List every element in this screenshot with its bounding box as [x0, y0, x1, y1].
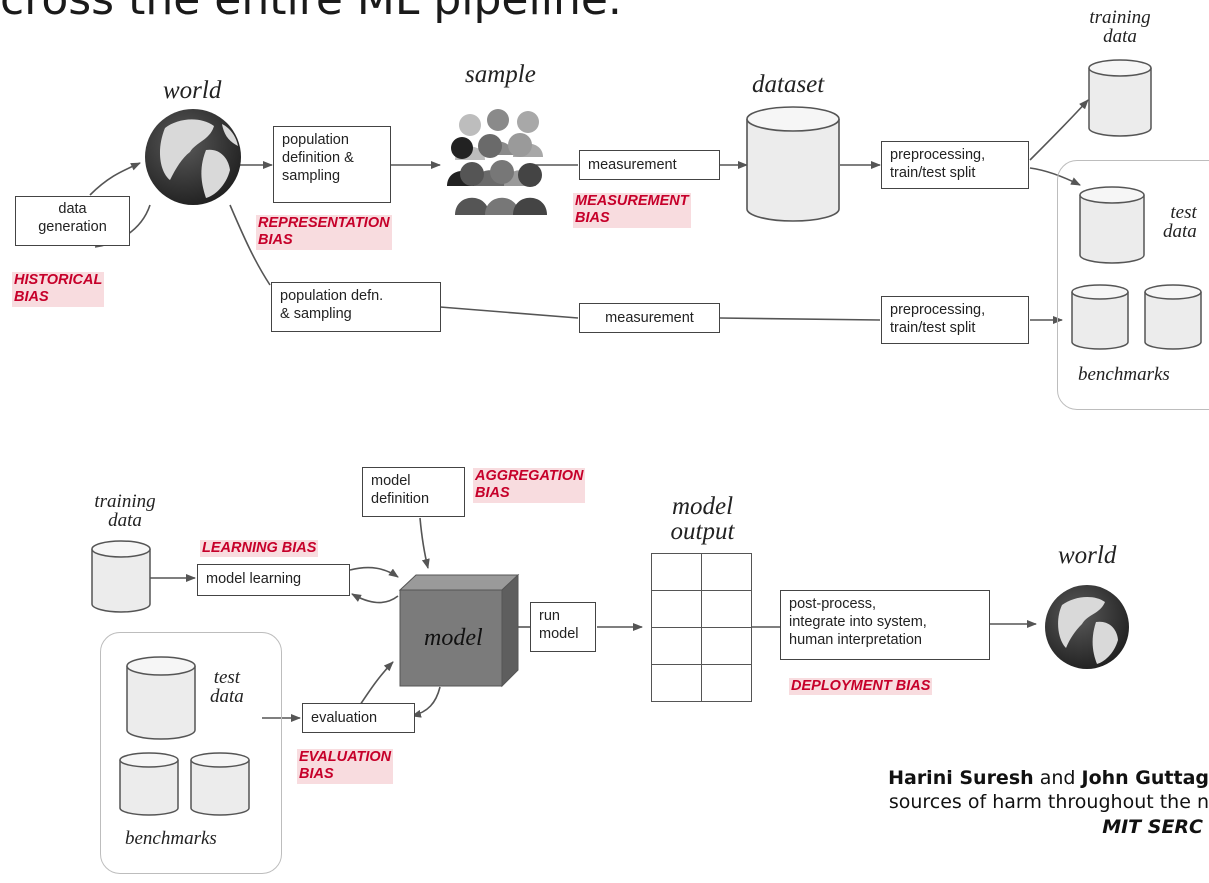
output-cell: [651, 627, 702, 665]
model-definition-box: model definition: [362, 467, 465, 517]
world-label: world: [163, 77, 222, 104]
benchmark-cylinder-top-2: [1144, 284, 1202, 350]
training-data-label-top: training data: [1089, 7, 1151, 47]
line-popdefn-to-measurement2: [439, 306, 579, 319]
benchmark-cylinder-bottom-2: [190, 752, 250, 816]
aggregation-bias-label: AGGREGATION BIAS: [473, 468, 586, 503]
author-1: Harini Suresh: [888, 767, 1034, 789]
world-globe-icon: [145, 109, 241, 205]
test-data-cylinder-bottom: [126, 656, 196, 740]
arrow-datagen-to-world: [89, 162, 141, 196]
deployment-bias-label: DEPLOYMENT BIAS: [789, 678, 933, 696]
output-row: [651, 590, 752, 628]
arrow-learning-to-model: [349, 566, 399, 578]
credit-subtitle: sources of harm throughout the n: [888, 791, 1209, 814]
training-data-label-bottom: training data: [94, 491, 156, 531]
preprocessing-box-2: preprocessing, train/test split: [881, 296, 1029, 344]
output-row: [651, 553, 752, 591]
dataset-cylinder: [746, 106, 840, 222]
representation-bias-label: REPRESENTATION BIAS: [256, 215, 392, 250]
sample-people-icon: [447, 109, 547, 215]
test-data-label-bottom: test data: [210, 667, 244, 707]
test-data-cylinder-top: [1079, 186, 1145, 264]
world-globe-output-icon: [1045, 585, 1129, 669]
training-data-cylinder-top: [1088, 59, 1152, 137]
output-cell: [651, 553, 702, 591]
historical-bias-label: HISTORICAL BIAS: [12, 272, 105, 307]
line-world-to-population-defn: [229, 204, 271, 286]
model-label: model: [424, 625, 483, 651]
output-cell: [701, 627, 752, 665]
model-output-table: [651, 553, 752, 702]
evaluation-bias-label: EVALUATION BIAS: [297, 749, 394, 784]
preprocessing-box-1: preprocessing, train/test split: [881, 141, 1029, 189]
output-cell: [701, 553, 752, 591]
data-generation-box: data generation: [15, 196, 130, 246]
output-cell: [701, 590, 752, 628]
model-learning-box: model learning: [197, 564, 350, 596]
evaluation-box: evaluation: [302, 703, 415, 733]
population-defn-box: population defn. & sampling: [271, 282, 441, 332]
credit-block: Harini Suresh and John Guttag sources of…: [888, 766, 1209, 839]
credit-org: MIT SERC: [1102, 815, 1203, 838]
output-row: [651, 627, 752, 665]
test-benchmarks-panel-top: [1057, 160, 1209, 410]
post-process-box: post-process, integrate into system, hum…: [780, 590, 990, 660]
benchmark-cylinder-bottom-1: [119, 752, 179, 816]
page-heading: cross the entire ML pipeline.: [0, 0, 622, 25]
population-definition-box: population definition & sampling: [273, 126, 391, 203]
arrow-model-to-evaluation: [411, 686, 441, 718]
benchmarks-label-bottom: benchmarks: [125, 828, 217, 849]
measurement-box-2: measurement: [579, 303, 720, 333]
model-output-label: model output: [670, 493, 735, 545]
world-label-bottom: world: [1058, 542, 1117, 569]
arrow-evaluation-to-model: [359, 661, 394, 706]
model-cube: [398, 573, 520, 688]
output-row: [651, 664, 752, 702]
sample-label: sample: [465, 61, 536, 88]
arrow-model-to-learning: [351, 593, 399, 604]
arrow-modeldef-to-model: [419, 517, 430, 569]
dataset-label: dataset: [752, 71, 825, 98]
measurement-bias-label: MEASUREMENT BIAS: [573, 193, 691, 228]
output-cell: [701, 664, 752, 702]
author-conjunction: and: [1039, 767, 1076, 789]
output-cell: [651, 590, 702, 628]
training-data-cylinder-bottom: [91, 540, 151, 613]
output-cell: [651, 664, 702, 702]
benchmark-cylinder-top-1: [1071, 284, 1129, 350]
test-data-label-top: test data: [1163, 202, 1197, 242]
test-benchmarks-panel-bottom: [100, 632, 282, 874]
measurement-box-1: measurement: [579, 150, 720, 180]
line-measurement2-to-preprocess2: [719, 317, 881, 321]
author-2: John Guttag: [1081, 767, 1209, 789]
run-model-box: run model: [530, 602, 596, 652]
learning-bias-label: LEARNING BIAS: [200, 540, 319, 558]
arrow-preprocess-to-training: [1029, 99, 1089, 161]
arrow-preprocess-to-test: [1029, 167, 1081, 186]
credit-authors: Harini Suresh and John Guttag: [888, 766, 1209, 790]
benchmarks-label-top: benchmarks: [1078, 364, 1170, 385]
